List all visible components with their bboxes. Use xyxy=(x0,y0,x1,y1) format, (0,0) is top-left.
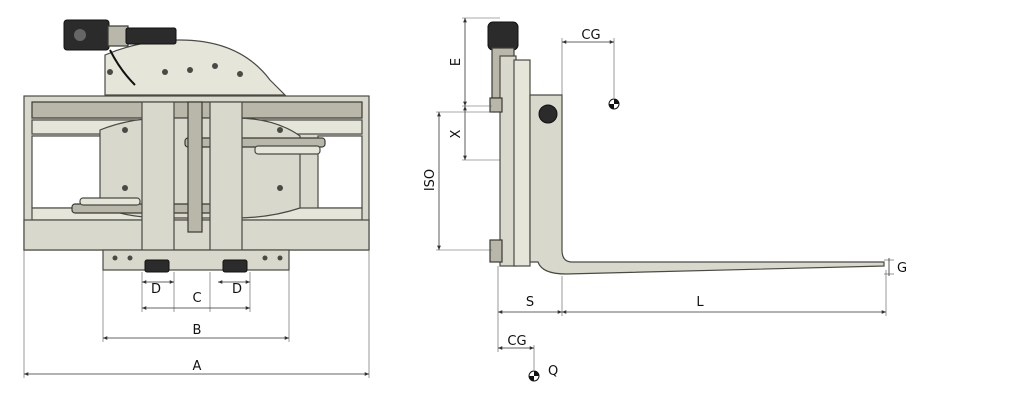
disc-bolt xyxy=(237,71,243,77)
plate-bolt xyxy=(122,127,128,133)
fork-shank xyxy=(529,94,885,275)
base-bolt xyxy=(127,255,133,261)
fork-carriage-left xyxy=(141,101,175,259)
fork-tip-right xyxy=(222,259,248,273)
label-q: Q xyxy=(548,364,558,379)
disc-bolt xyxy=(107,69,113,75)
fork-tip-left xyxy=(144,259,170,273)
center-link xyxy=(187,101,203,233)
side-dimensions: E X ISO CG G S L CG Q xyxy=(423,17,907,379)
label-e: E xyxy=(449,58,464,66)
hydraulic-motor xyxy=(63,19,177,86)
label-x: X xyxy=(449,129,464,138)
label-s: S xyxy=(526,295,534,310)
label-cg-bottom: CG xyxy=(507,334,526,349)
plate-bolt xyxy=(122,185,128,191)
label-a: A xyxy=(193,359,202,374)
base-bolt xyxy=(277,255,283,261)
frame-window-right xyxy=(317,135,363,209)
fork-carriage-right xyxy=(209,101,243,259)
upper-hook xyxy=(489,97,503,113)
label-b: B xyxy=(193,323,202,338)
side-view xyxy=(487,21,885,275)
label-d-left: D xyxy=(151,282,161,297)
label-cg-top: CG xyxy=(581,28,600,43)
frame-window-left xyxy=(31,135,103,209)
disc-bolt xyxy=(162,69,168,75)
cg-marker-bottom xyxy=(528,370,540,382)
disc-bolt xyxy=(187,67,193,73)
label-iso: ISO xyxy=(423,169,438,191)
label-d-right: D xyxy=(232,282,242,297)
plate-bolt xyxy=(277,185,283,191)
label-g: G xyxy=(897,261,907,276)
plate-bolt xyxy=(277,127,283,133)
side-rotator-plate xyxy=(513,59,531,267)
rotator-disc xyxy=(104,39,287,96)
front-view xyxy=(23,19,370,273)
base-bolt xyxy=(112,255,118,261)
label-l: L xyxy=(696,295,704,310)
side-motor xyxy=(487,21,519,51)
front-dimensions: A B C D D xyxy=(23,250,370,378)
label-c: C xyxy=(192,291,201,306)
base-bolt xyxy=(262,255,268,261)
lower-hook xyxy=(489,239,503,263)
fork-pin xyxy=(538,104,558,124)
cg-marker-top xyxy=(608,98,620,110)
disc-bolt xyxy=(212,63,218,69)
